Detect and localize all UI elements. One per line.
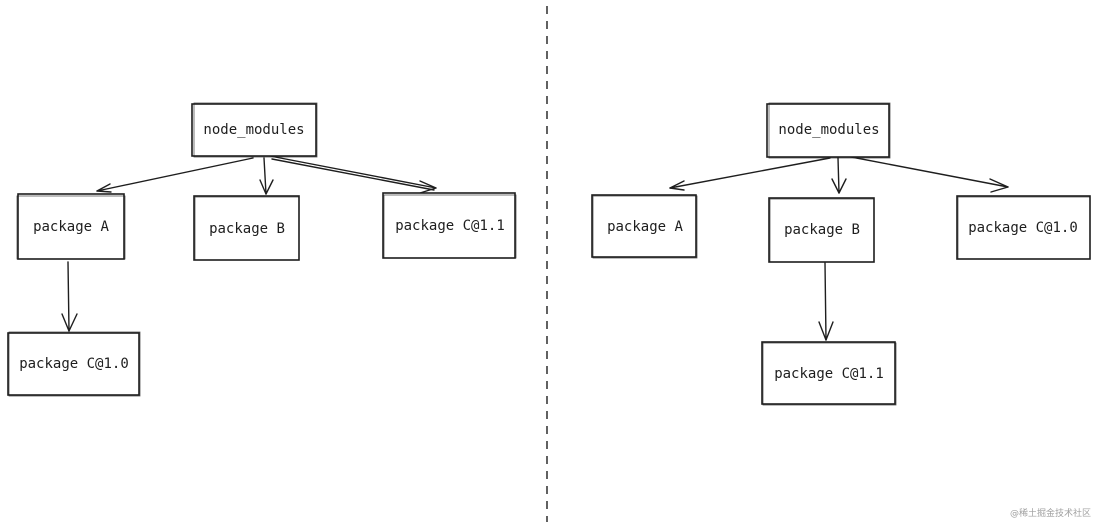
left-package-b-box: package B	[193, 195, 300, 261]
left-package-b-label: package B	[209, 221, 285, 237]
right-panel: node_modules package A package B package…	[591, 102, 1091, 406]
edge-right-package-b-to-package-c-nested	[818, 262, 834, 341]
left-package-c-top-box: package C@1.1	[382, 192, 517, 259]
edge-right-root-to-package-a	[669, 157, 831, 191]
left-package-c-nested-box: package C@1.0	[7, 331, 141, 397]
watermark-text: @稀土掘金技术社区	[1010, 507, 1091, 519]
right-package-a-box: package A	[591, 194, 698, 259]
right-package-b-label: package B	[784, 222, 860, 238]
left-package-a-box: package A	[16, 193, 126, 260]
edge-left-root-to-package-a	[96, 157, 254, 193]
left-package-c-nested-label: package C@1.0	[19, 356, 129, 372]
right-package-c-nested-label: package C@1.1	[774, 366, 884, 382]
right-node-modules-label: node_modules	[778, 122, 879, 138]
edge-left-root-to-package-b	[259, 157, 274, 195]
left-package-c-top-label: package C@1.1	[395, 218, 505, 234]
edge-left-root-to-package-c-top	[269, 155, 437, 194]
edge-left-package-a-to-package-c-nested	[61, 261, 78, 332]
left-node-modules-box: node_modules	[191, 102, 318, 158]
right-node-modules-box: node_modules	[766, 102, 891, 159]
right-package-a-label: package A	[607, 219, 683, 235]
edge-right-root-to-package-c-top	[845, 155, 1009, 193]
left-node-modules-label: node_modules	[203, 122, 304, 138]
left-package-a-label: package A	[33, 219, 109, 235]
right-package-c-top-label: package C@1.0	[968, 220, 1078, 236]
right-package-b-box: package B	[768, 197, 875, 263]
edge-right-root-to-package-b	[831, 157, 847, 194]
right-package-c-top-box: package C@1.0	[956, 195, 1091, 260]
left-panel: node_modules package A package B package…	[7, 102, 517, 397]
right-package-c-nested-box: package C@1.1	[761, 341, 897, 406]
